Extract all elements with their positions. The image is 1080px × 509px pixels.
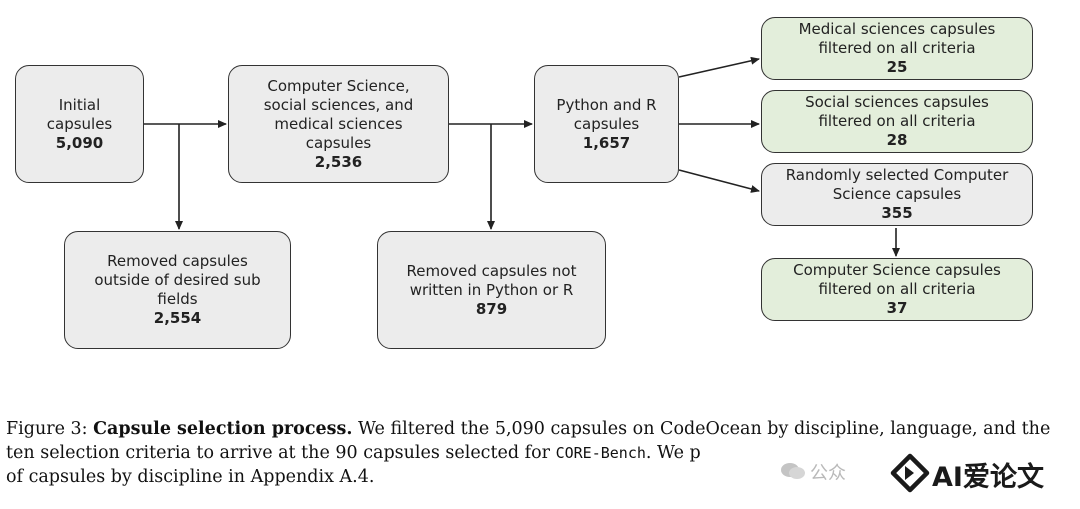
caption-code: CORE-Bench <box>555 444 646 462</box>
caption-prefix: Figure 3: <box>6 419 94 439</box>
connector-arrows <box>144 56 900 257</box>
node-count: 28 <box>886 131 908 149</box>
medical-filtered-box: Medical sciences capsules filtered on al… <box>761 17 1033 80</box>
node-label: Python and R capsules <box>556 95 657 133</box>
node-label: Initial capsules <box>46 95 113 133</box>
caption-text: We filtered the 5,090 capsules on CodeOc… <box>6 419 1051 463</box>
node-count: 879 <box>475 299 508 318</box>
node-label: Computer Science, social sciences, and m… <box>263 76 414 152</box>
node-label: Removed capsules not written in Python o… <box>406 261 577 299</box>
node-label: Randomly selected Computer Science capsu… <box>785 166 1009 203</box>
caption-text-end: of capsules by discipline in Appendix A.… <box>6 467 375 487</box>
node-count: 355 <box>881 204 913 222</box>
watermark-cn-text: 公众 <box>810 463 846 484</box>
node-count: 2,554 <box>153 309 202 327</box>
diamond-arrow-logo-icon <box>890 453 930 493</box>
node-count: 1,657 <box>582 133 631 152</box>
node-label: Computer Science capsules filtered on al… <box>793 261 1001 298</box>
caption-text-cont: . We p <box>645 443 701 463</box>
removed-subfields-box: Removed capsules outside of desired sub … <box>64 231 291 349</box>
node-label: Medical sciences capsules filtered on al… <box>798 20 996 57</box>
arrow-python-to-cs-random <box>678 169 760 193</box>
cs-filtered-box: Computer Science capsules filtered on al… <box>761 258 1033 321</box>
watermark-brand: AI爱论文 <box>932 462 1044 493</box>
arrow-python-to-medical <box>678 56 760 78</box>
node-count: 37 <box>886 299 908 317</box>
node-count: 5,090 <box>55 133 104 152</box>
wechat-icon <box>780 461 806 481</box>
figure-caption: Figure 3: Capsule selection process. We … <box>6 417 1076 489</box>
node-count: 2,536 <box>314 152 363 171</box>
cs-random-box: Randomly selected Computer Science capsu… <box>761 163 1033 226</box>
watermark: 公众 AI爱论文 <box>780 447 1080 497</box>
social-filtered-box: Social sciences capsules filtered on all… <box>761 90 1033 153</box>
node-label: Removed capsules outside of desired sub … <box>94 252 261 308</box>
cs-social-medical-box: Computer Science, social sciences, and m… <box>228 65 449 183</box>
removed-language-box: Removed capsules not written in Python o… <box>377 231 606 349</box>
python-r-box: Python and R capsules 1,657 <box>534 65 679 183</box>
node-count: 25 <box>886 58 908 76</box>
caption-title: Capsule selection process. <box>93 419 353 439</box>
node-label: Social sciences capsules filtered on all… <box>805 93 989 130</box>
initial-capsules-box: Initial capsules 5,090 <box>15 65 144 183</box>
